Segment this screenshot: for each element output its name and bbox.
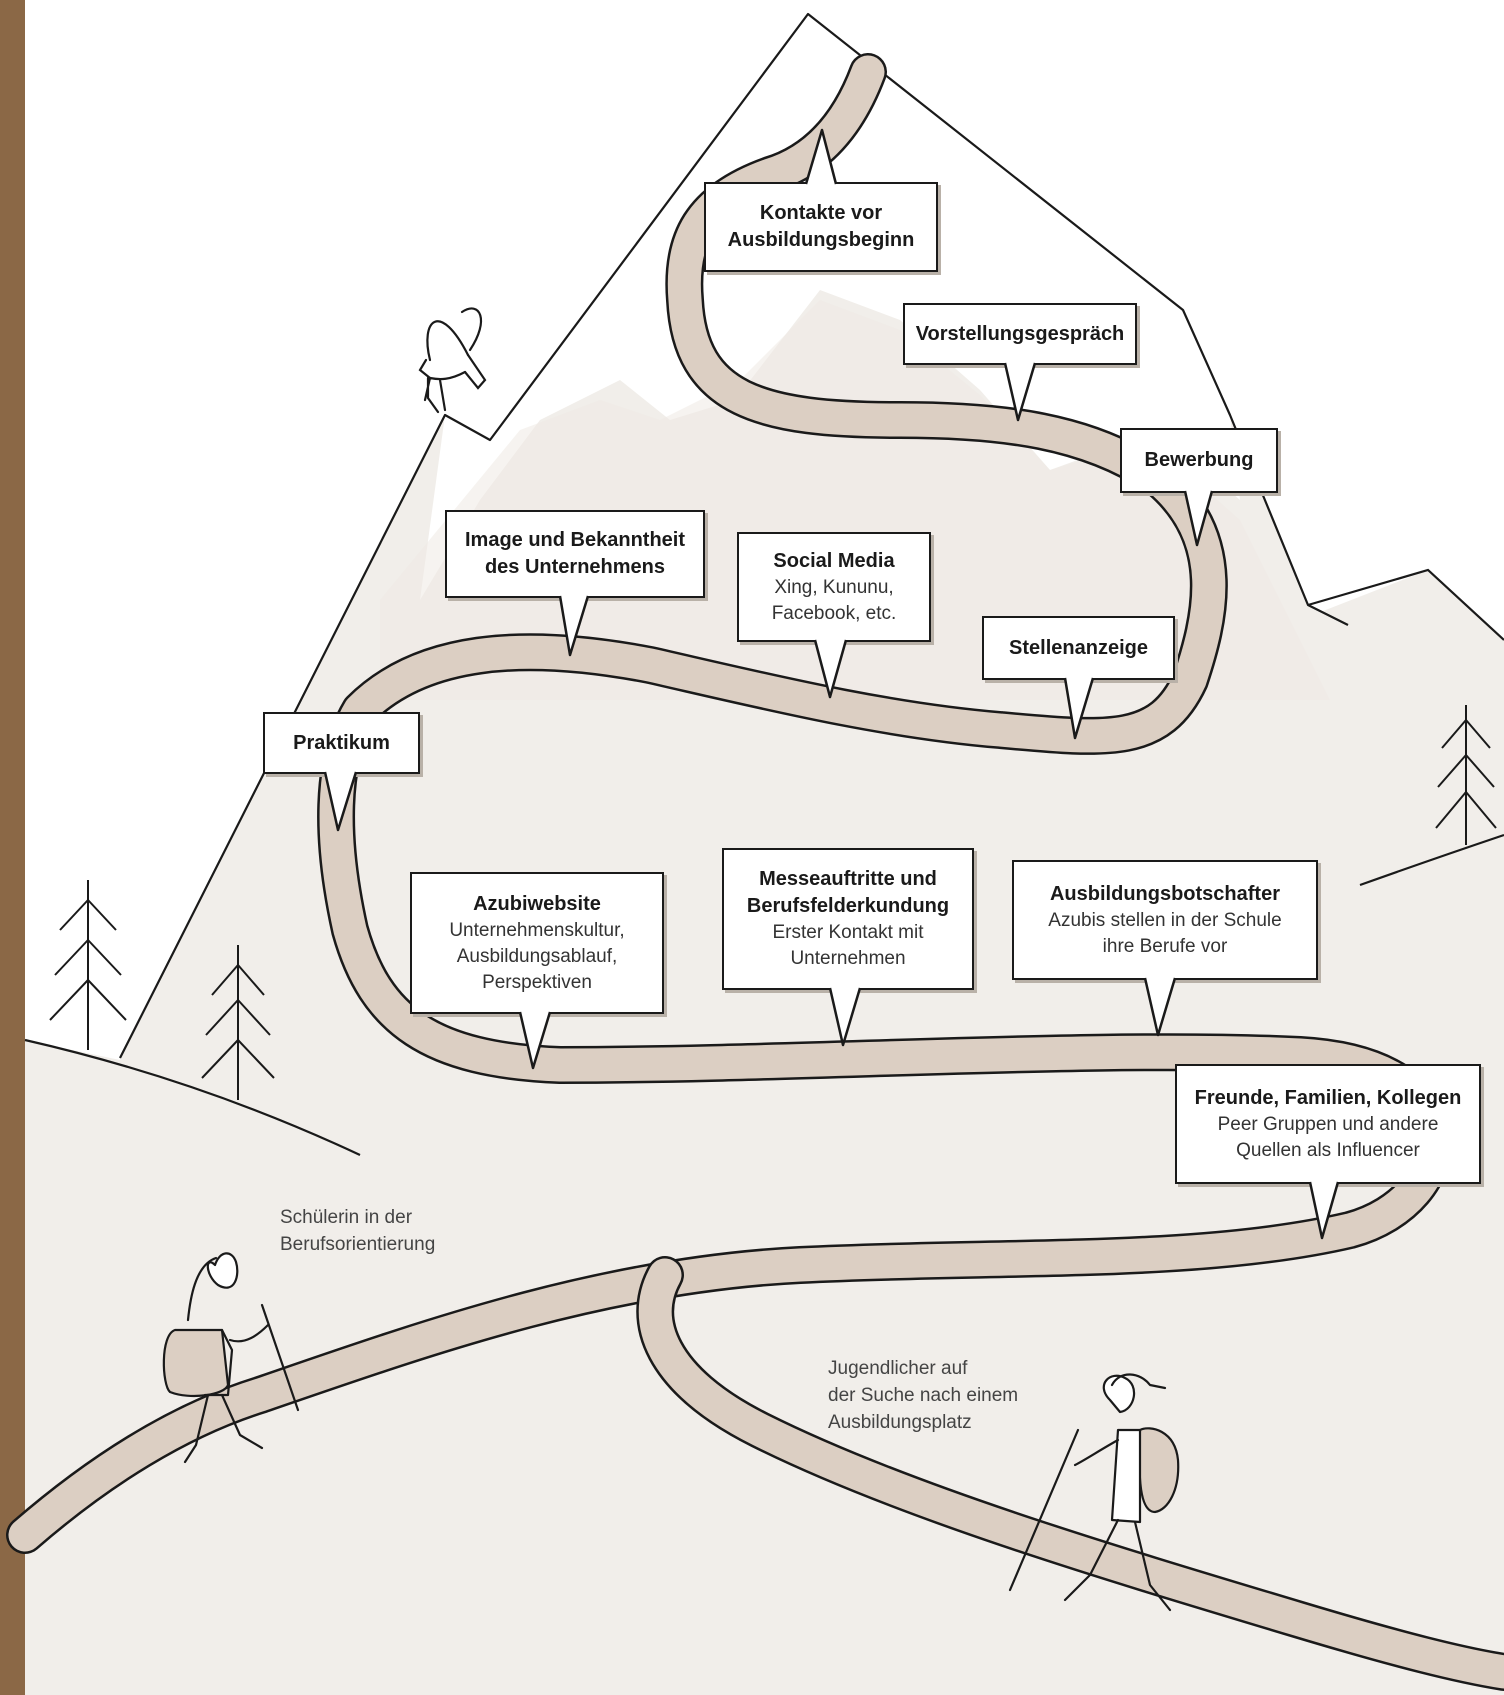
box-stellen-title: Stellenanzeige [1009, 636, 1148, 659]
box-praktikum: Praktikum [263, 712, 420, 774]
box-botschafter-title: Ausbildungsbotschafter [1049, 882, 1280, 905]
box-bewerbung: Bewerbung [1120, 428, 1278, 493]
box-praktikum-title: Praktikum [293, 731, 390, 754]
box-freunde-title: Freunde, Familien, Kollegen [1194, 1086, 1462, 1109]
box-botschafter: Ausbildungsbotschafter Azubis stellen in… [1012, 860, 1318, 980]
far-ridge [380, 300, 1330, 700]
mountain-outline [119, 12, 1349, 1059]
box-image: Image und Bekanntheit des Unternehmens [445, 510, 705, 598]
caption-schuelerin-line-1: Schülerin in der [280, 1207, 413, 1228]
box-azubiweb-sub: Unternehmenskultur, Ausbildungsablauf, P… [449, 919, 625, 993]
box-social-title: Social Media [773, 549, 895, 572]
box-freunde-sub: Peer Gruppen und andere Quellen als Infl… [1217, 1113, 1439, 1161]
box-azubiweb: Azubiwebsite Unternehmenskultur, Ausbild… [410, 872, 664, 1014]
caption-jugendlicher-line-3: Ausbildungsplatz [828, 1412, 972, 1433]
right-peak-outline [1307, 568, 1504, 641]
box-vorstellung: Vorstellungsgespräch [903, 303, 1137, 365]
box-bewerbung-title: Bewerbung [1144, 449, 1254, 471]
tree-icon [1435, 705, 1497, 845]
box-social: Social Media Xing, Kununu, Facebook, etc… [737, 532, 931, 642]
left-hill [24, 1038, 361, 1156]
caption-schuelerin-line-2: Berufsorientierung [280, 1234, 436, 1255]
ibex-icon [418, 307, 487, 414]
caption-jugendlicher-line-2: der Suche nach einem [828, 1385, 1019, 1406]
box-vorstellung-title: Vorstellungsgespräch [915, 322, 1125, 345]
hiker-girl-icon [162, 1252, 300, 1464]
box-botschafter-sub: Azubis stellen in der Schule ihre Berufe… [1048, 909, 1282, 957]
box-freunde: Freunde, Familien, Kollegen Peer Gruppen… [1175, 1064, 1481, 1184]
box-messe-sub: Erster Kontakt mit Unternehmen [772, 922, 924, 969]
caption-schuelerin: Schülerin in der Berufsorientierung [280, 1204, 435, 1258]
box-messe: Messeauftritte und Berufsfelderkundung E… [722, 848, 974, 990]
box-kontakte: Kontakte vor Ausbildungsbeginn [704, 182, 938, 272]
box-azubiweb-title: Azubiwebsite [473, 892, 601, 915]
hiker-boy-icon [1008, 1373, 1180, 1612]
box-messe-title: Messeauftritte und Berufsfelderkundung [746, 868, 950, 917]
tree-icon [201, 945, 275, 1100]
caption-jugendlicher: Jugendlicher auf der Suche nach einem Au… [828, 1355, 1018, 1436]
tree-icon [49, 880, 127, 1050]
left-border-bar [0, 0, 25, 1695]
box-social-sub: Xing, Kununu, Facebook, etc. [771, 576, 897, 624]
box-image-title: Image und Bekanntheit des Unternehmens [464, 529, 686, 578]
box-stellen: Stellenanzeige [982, 616, 1175, 680]
caption-jugendlicher-line-1: Jugendlicher auf [828, 1358, 968, 1379]
box-kontakte-title: Kontakte vor Ausbildungsbeginn [727, 202, 915, 251]
right-slope [1359, 833, 1504, 887]
